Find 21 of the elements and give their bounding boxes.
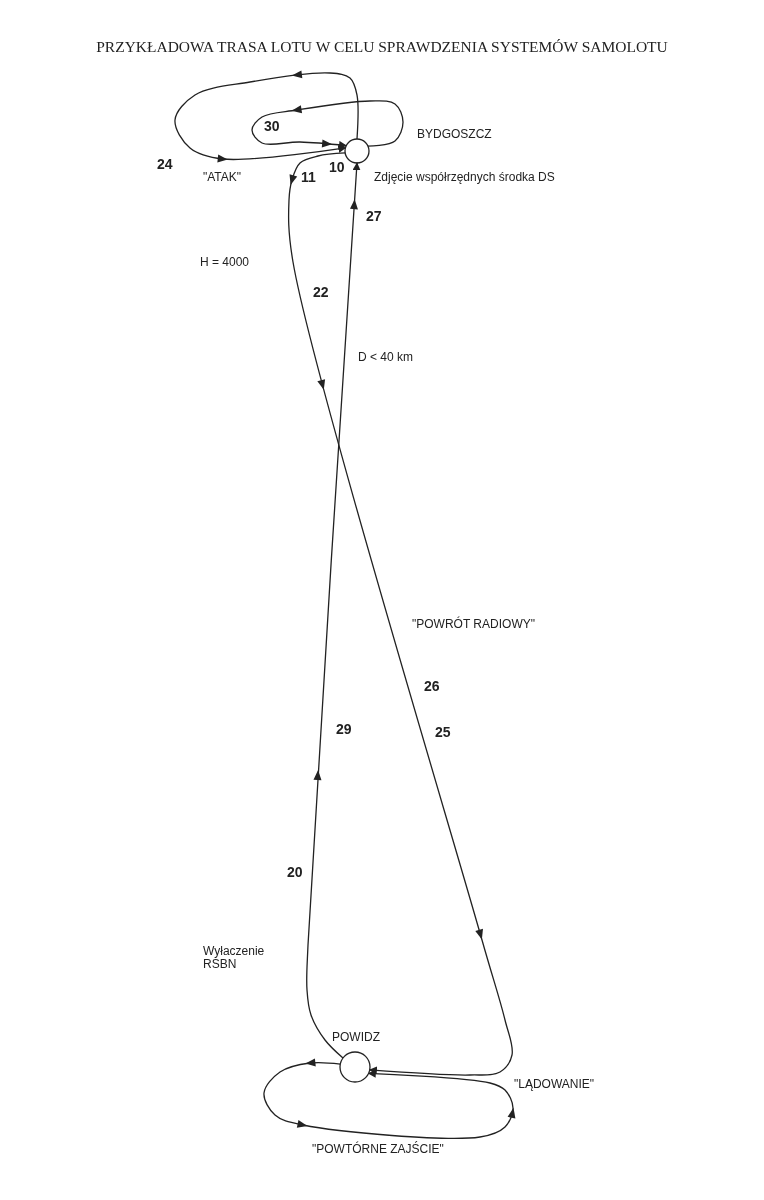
annotation-text: H = 4000 (200, 256, 250, 270)
annotation-text: "POWRÓT RADIOWY" (412, 618, 535, 632)
waypoint-number: 20 (287, 865, 303, 881)
annotation-text: Wyłaczenie RSBN (203, 945, 265, 972)
waypoint-number: 22 (313, 285, 329, 301)
waypoint-number: 10 (329, 160, 345, 176)
annotation-text: D < 40 km (358, 351, 414, 365)
waypoint-number: 24 (157, 157, 173, 173)
annotation-text: "POWTÓRNE ZAJŚCIE" (312, 1143, 444, 1157)
annotation-text: "LĄDOWANIE" (514, 1078, 595, 1092)
place-name: POWIDZ (332, 1031, 380, 1045)
waypoint-number: 30 (264, 119, 280, 135)
waypoint-number: 27 (366, 209, 382, 225)
waypoint-number: 25 (435, 725, 451, 741)
place-name: BYDGOSZCZ (417, 128, 492, 142)
title: PRZYKŁADOWA TRASA LOTU W CELU SPRAWDZENIA SYSTEMÓW SAMOLOTU (95, 38, 669, 56)
waypoint-number: 11 (301, 170, 316, 186)
annotation-text: "ATAK" (203, 171, 242, 185)
note-text: Zdjęcie współrzędnych środka DS (374, 171, 555, 185)
waypoint-number: 26 (424, 679, 440, 695)
waypoint-number: 29 (336, 722, 352, 738)
